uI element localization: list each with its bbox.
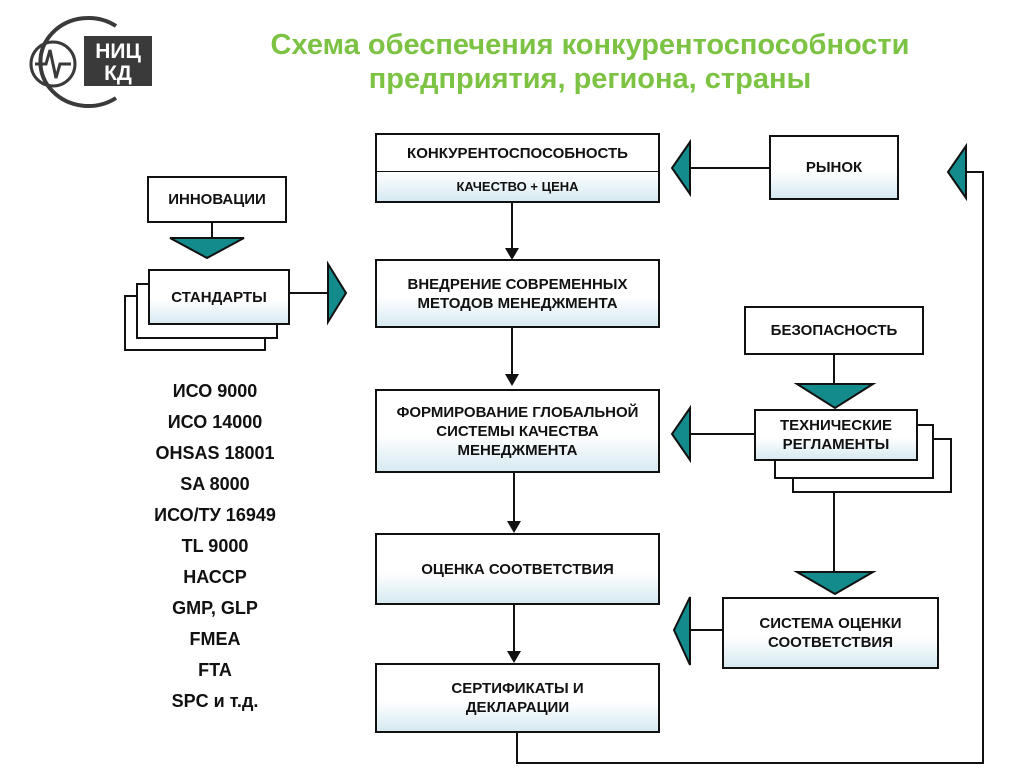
standard-item: SPC и т.д. [171, 691, 259, 711]
conformity-system-label: СИСТЕМА ОЦЕНКИ СООТВЕТСТВИЯ [759, 615, 902, 651]
tech-regulations-box: ТЕХНИЧЕСКИЕ РЕГЛАМЕНТЫ [754, 409, 918, 461]
standards-box: СТАНДАРТЫ [148, 269, 290, 325]
conformity-assessment-box: ОЦЕНКА СООТВЕТСТВИЯ [375, 533, 660, 605]
standards-list: ИСО 9000 ИСО 14000 OHSAS 18001 SA 8000 И… [100, 376, 330, 717]
regulations-to-qms-arrowhead [670, 404, 691, 464]
standard-item: SA 8000 [180, 474, 250, 494]
quality-price-label: КАЧЕСТВО + ЦЕНА [456, 179, 579, 194]
competitiveness-box: КОНКУРЕНТОСПОСОБНОСТЬ КАЧЕСТВО + ЦЕНА [375, 133, 660, 203]
management-methods-box: ВНЕДРЕНИЕ СОВРЕМЕННЫХ МЕТОДОВ МЕНЕДЖМЕНТ… [375, 259, 660, 328]
certificates-box: СЕРТИФИКАТЫ И ДЕКЛАРАЦИИ [375, 663, 660, 733]
title-line-2: предприятия, региона, страны [368, 63, 812, 95]
certificates-label: СЕРТИФИКАТЫ И ДЕКЛАРАЦИИ [451, 680, 584, 716]
connector-lines [211, 167, 984, 764]
page-title: Схема обеспечения конкурентоспособности … [180, 28, 1000, 96]
waveform-icon [35, 49, 71, 79]
global-qms-box: ФОРМИРОВАНИЕ ГЛОБАЛЬНОЙ СИСТЕМЫ КАЧЕСТВА… [375, 389, 660, 473]
tech-regulations-label: ТЕХНИЧЕСКИЕ РЕГЛАМЕНТЫ [779, 417, 893, 453]
title-line-1: Схема обеспечения конкурентоспособности [270, 29, 910, 61]
regulations-to-system-arrowhead [793, 571, 877, 596]
innovations-box: ИННОВАЦИИ [147, 176, 287, 223]
innovations-to-standards-arrowhead [169, 237, 245, 260]
down-arrow-tips [505, 248, 521, 663]
feedback-arrowhead [946, 142, 967, 202]
standards-to-management-arrowhead [327, 260, 348, 326]
standard-item: FMEA [189, 629, 241, 649]
market-arrowhead [670, 138, 691, 198]
logo-text-bottom: КД [104, 62, 132, 85]
market-box: РЫНОК [769, 135, 899, 200]
standard-item: НАССР [183, 567, 247, 587]
standard-item: ИСО 9000 [172, 381, 258, 401]
management-methods-label: ВНЕДРЕНИЕ СОВРЕМЕННЫХ МЕТОДОВ МЕНЕДЖМЕНТ… [407, 275, 628, 312]
logo-text-top: НИЦ [95, 40, 141, 63]
standard-item: ИСО/ТУ 16949 [154, 505, 276, 525]
standard-item: ИСО 14000 [167, 412, 263, 432]
market-label: РЫНОК [805, 159, 863, 176]
innovations-label: ИННОВАЦИИ [168, 191, 266, 208]
competitiveness-label: КОНКУРЕНТОСПОСОБНОСТЬ [377, 135, 658, 172]
standards-label: СТАНДАРТЫ [171, 288, 267, 306]
safety-to-regulations-arrowhead [793, 383, 877, 410]
standard-item: OHSAS 18001 [155, 443, 275, 463]
safety-box: БЕЗОПАСНОСТЬ [744, 306, 924, 355]
system-to-conformity-arrowhead [672, 596, 691, 666]
arrowheads [169, 138, 967, 666]
standard-item: TL 9000 [181, 536, 249, 556]
global-qms-label: ФОРМИРОВАНИЕ ГЛОБАЛЬНОЙ СИСТЕМЫ КАЧЕСТВА… [396, 403, 639, 459]
conformity-assessment-label: ОЦЕНКА СООТВЕТСТВИЯ [421, 560, 614, 578]
standard-item: GMP, GLP [172, 598, 258, 618]
safety-label: БЕЗОПАСНОСТЬ [770, 322, 898, 339]
conformity-system-box: СИСТЕМА ОЦЕНКИ СООТВЕТСТВИЯ [722, 597, 939, 669]
logo: НИЦ КД [29, 16, 152, 108]
standard-item: FTA [198, 660, 232, 680]
